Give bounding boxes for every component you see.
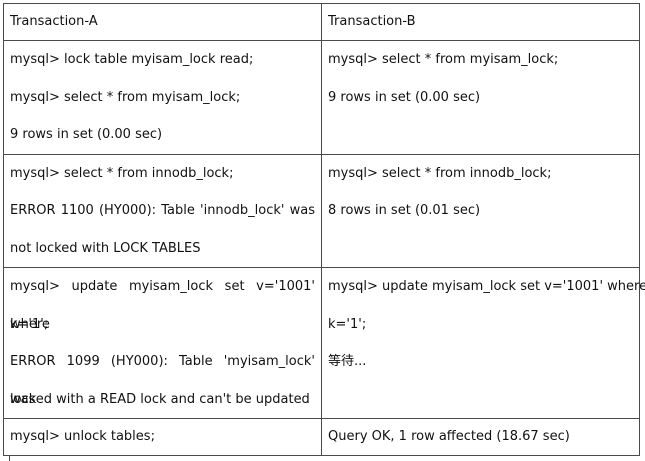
- error-line: not locked with LOCK TABLES: [10, 240, 201, 256]
- waiting-line: 等待...: [328, 354, 367, 369]
- statement-line: k='1';: [328, 316, 367, 332]
- statement-line: mysql> select * from myisam_lock;: [328, 52, 559, 67]
- result-line: 9 rows in set (0.00 sec): [328, 89, 481, 105]
- header-row: Transaction-A Transaction-B: [3, 3, 640, 41]
- transaction-table: Transaction-A Transaction-B mysql> lock …: [3, 3, 645, 456]
- header-transaction-b: Transaction-B: [321, 3, 640, 41]
- cell-transaction-a: mysql> unlock tables;: [3, 418, 322, 456]
- table-row: mysql> unlock tables; Query OK, 1 row af…: [3, 418, 640, 456]
- cell-transaction-b: Query OK, 1 row affected (18.67 sec): [321, 418, 640, 456]
- cell-transaction-b: mysql> update myisam_lock set v='1001' w…: [321, 267, 645, 419]
- error-line: ERROR 1100 (HY000): Table 'innodb_lock' …: [10, 203, 315, 218]
- result-line: 8 rows in set (0.01 sec): [328, 203, 481, 218]
- cell-transaction-a: mysql> select * from innodb_lock; ERROR …: [3, 153, 322, 268]
- border-fragment: [9, 455, 10, 461]
- cell-transaction-a: mysql> lock table myisam_lock read; mysq…: [3, 40, 322, 155]
- statement-line: mysql> update myisam_lock set v='1001' w…: [10, 279, 315, 332]
- statement-line: mysql> select * from innodb_lock;: [328, 165, 552, 181]
- cell-transaction-b: mysql> select * from innodb_lock; 8 rows…: [321, 153, 640, 268]
- statement-line: mysql> lock table myisam_lock read;: [10, 52, 254, 67]
- statement-line: mysql> select * from innodb_lock;: [10, 165, 234, 181]
- result-line: 9 rows in set (0.00 sec): [10, 127, 163, 142]
- table-row: mysql> lock table myisam_lock read; mysq…: [3, 40, 640, 155]
- error-line: locked with a READ lock and can't be upd…: [10, 391, 310, 407]
- table-row: mysql> select * from innodb_lock; ERROR …: [3, 153, 640, 268]
- statement-line: mysql> unlock tables;: [10, 429, 155, 444]
- header-transaction-a: Transaction-A: [3, 3, 322, 41]
- statement-line: mysql> update myisam_lock set v='1001' w…: [328, 279, 645, 294]
- error-line: ERROR 1099 (HY000): Table 'myisam_lock' …: [10, 354, 315, 407]
- result-line: Query OK, 1 row affected (18.67 sec): [328, 429, 570, 444]
- cell-transaction-b: mysql> select * from myisam_lock; 9 rows…: [321, 40, 640, 155]
- table-row: mysql> update myisam_lock set v='1001' w…: [3, 267, 645, 419]
- statement-line: mysql> select * from myisam_lock;: [10, 89, 241, 105]
- statement-line: k='1';: [10, 316, 49, 332]
- cell-transaction-a: mysql> update myisam_lock set v='1001' w…: [3, 267, 322, 419]
